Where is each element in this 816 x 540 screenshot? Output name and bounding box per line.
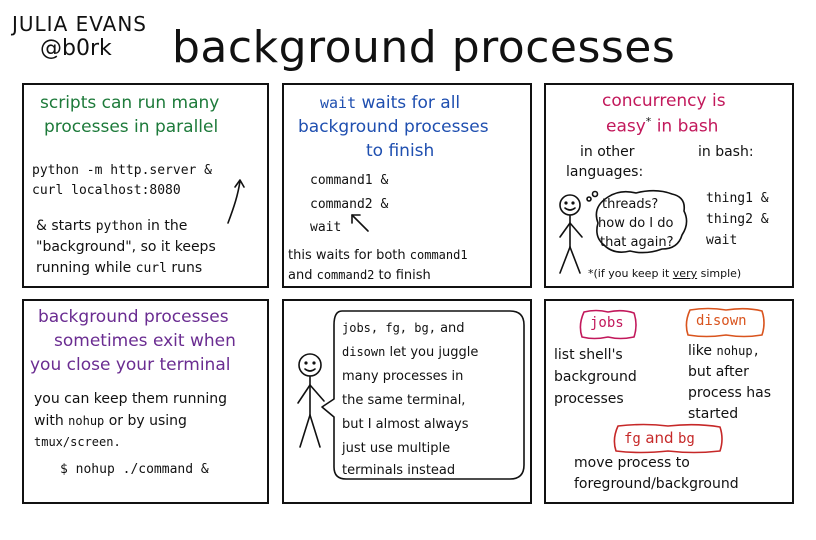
disown-tag: disown (696, 313, 747, 329)
bubble-line4: the same terminal, (342, 393, 466, 408)
panel-job-control: jobs, fg, bg, and disown let you juggle … (282, 299, 532, 504)
panel4-heading-line2: sometimes exit when (54, 331, 236, 351)
panel-concurrency: concurrency is easy* in bash in other la… (544, 83, 794, 288)
panel2-desc-line2: and command2 to finish (288, 268, 431, 283)
jobs-tag: jobs (590, 315, 624, 331)
panel2-heading-line1: wait waits for all (320, 93, 461, 113)
bubble-line7: terminals instead (342, 463, 456, 478)
panel3-bash-label: in bash: (698, 144, 754, 160)
bubble-line6: just use multiple (342, 441, 451, 456)
panel2-heading-line3: to finish (366, 141, 435, 161)
disown-desc-line3: process has (688, 385, 771, 401)
thought-line2: how do I do (598, 216, 674, 231)
disown-desc-line4: started (688, 406, 739, 422)
fgbg-tag: fg and bg (624, 429, 695, 447)
jobs-desc-line2: background (554, 369, 637, 385)
panel3-footnote: *(if you keep it very simple) (588, 267, 742, 280)
bubble-line5: but I almost always (342, 417, 469, 432)
stick-figure (559, 194, 583, 274)
jobs-desc-line1: list shell's (554, 347, 623, 363)
panel2-desc-line1: this waits for both command1 (288, 248, 468, 263)
panel4-heading-line1: background processes (38, 307, 229, 327)
bubble-line2: disown let you juggle (342, 345, 479, 360)
arrow-icon (227, 179, 245, 224)
panel1-desc-line3: running while curl runs (36, 260, 203, 276)
page-title: background processes (172, 22, 676, 73)
panel2-heading-line2: background processes (298, 117, 489, 137)
thought-line1: threads? (602, 197, 659, 212)
panel1-heading-line1: scripts can run many (40, 93, 220, 113)
panel4-command: $ nohup ./command & (60, 462, 209, 477)
disown-tag-outline (685, 307, 765, 338)
panel3-other-label-line2: languages: (566, 164, 644, 180)
panel-jobs-disown-fgbg: jobs list shell's background processes d… (544, 299, 794, 504)
panel4-heading-line3: you close your terminal (30, 355, 231, 375)
panel1-code-line1: python -m http.server & (32, 163, 213, 178)
panel4-desc-line2: with nohup or by using (34, 413, 187, 429)
panel3-heading-line2: easy* in bash (606, 115, 719, 137)
bubble-line1: jobs, fg, bg, and (342, 321, 465, 336)
bubble-line3: many processes in (342, 369, 464, 384)
author-name: JULIA EVANS (12, 12, 147, 36)
panel4-desc-line1: you can keep them running (34, 391, 228, 407)
panel-wait: wait waits for all background processes … (282, 83, 532, 288)
panel4-desc-line3: tmux/screen. (34, 435, 121, 449)
panel-scripts-parallel: scripts can run many processes in parall… (22, 83, 269, 288)
thought-line3: that again? (600, 235, 674, 250)
panel1-heading-line2: processes in parallel (44, 117, 219, 137)
panel1-code-line2: curl localhost:8080 (32, 183, 181, 198)
panel-exit-on-close: background processes sometimes exit when… (22, 299, 269, 504)
panel3-code-line2: thing2 & (706, 212, 769, 227)
panel2-code-line2: command2 & (310, 197, 389, 212)
fgbg-tag-outline (613, 423, 723, 454)
panel3-code-line1: thing1 & (706, 191, 769, 206)
disown-desc-line2: but after (688, 364, 749, 380)
fgbg-desc-line2: foreground/background (574, 476, 739, 492)
arrow-icon (351, 214, 369, 232)
speech-bubble (321, 310, 525, 480)
panel1-desc-line1: & starts python in the (36, 218, 188, 234)
panel3-heading-line1: concurrency is (602, 91, 726, 111)
thought-bubble (586, 189, 688, 254)
disown-desc-line1: like nohup, (688, 343, 760, 359)
panel3-other-label-line1: in other (580, 144, 635, 160)
stick-figure (297, 353, 325, 448)
panel2-code-line3: wait (310, 220, 342, 235)
jobs-desc-line3: processes (554, 391, 624, 407)
author-handle: @b0rk (40, 36, 112, 61)
panel3-code-line3: wait (706, 233, 738, 248)
panel2-code-line1: command1 & (310, 173, 389, 188)
jobs-tag-outline (579, 309, 637, 340)
fgbg-desc-line1: move process to (574, 455, 690, 471)
panel1-desc-line2: "background", so it keeps (36, 239, 216, 255)
